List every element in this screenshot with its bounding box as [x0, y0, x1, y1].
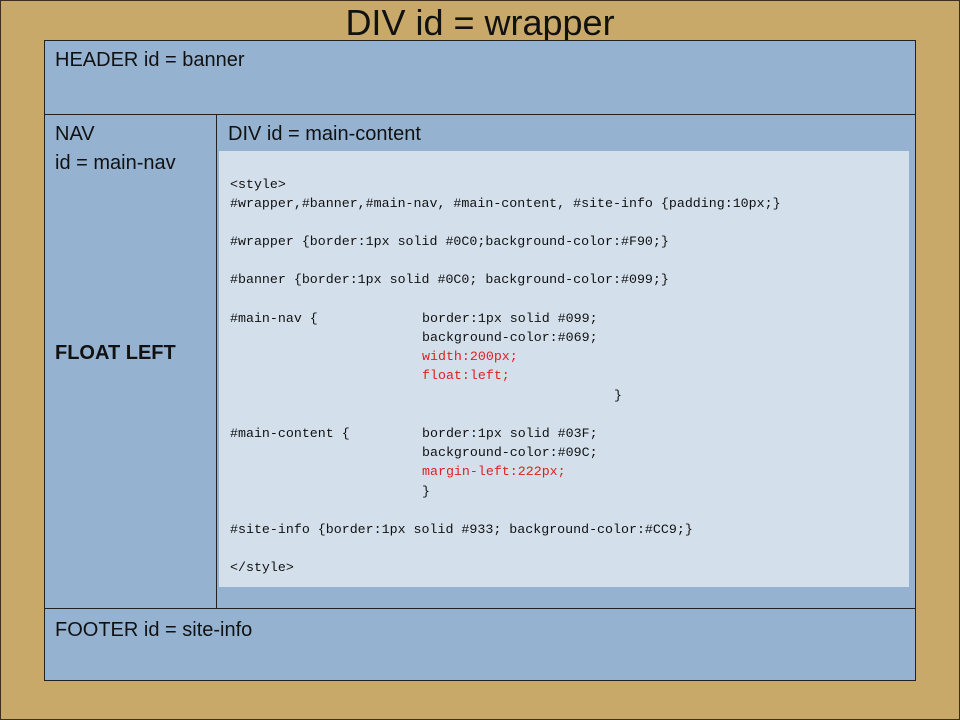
code-content-border: border:1px solid #03F; — [422, 426, 598, 441]
main-nav-box: NAV id = main-nav FLOAT LEFT — [44, 114, 217, 609]
footer-label: FOOTER id = site-info — [55, 619, 253, 641]
code-content-margin: margin-left:222px; — [422, 464, 566, 479]
code-style-open: <style> — [230, 177, 286, 192]
main-content-label: DIV id = main-content — [228, 123, 421, 145]
code-padding-rule: #wrapper,#banner,#main-nav, #main-conten… — [230, 196, 781, 211]
code-content-bg: background-color:#09C; — [422, 445, 598, 460]
code-content-close: } — [422, 484, 430, 499]
code-mainnav-float: float:left; — [422, 368, 510, 383]
code-mainnav-bg: background-color:#069; — [422, 330, 598, 345]
code-banner-rule: #banner {border:1px solid #0C0; backgrou… — [230, 272, 669, 287]
float-left-label: FLOAT LEFT — [55, 342, 176, 364]
css-code-block: <style> #wrapper,#banner,#main-nav, #mai… — [219, 151, 909, 587]
code-style-close: </style> — [230, 560, 294, 575]
code-mainnav-close: } — [614, 388, 622, 403]
code-mainnav-width: width:200px; — [422, 349, 518, 364]
wrapper-title: DIV id = wrapper — [345, 2, 615, 43]
code-wrapper-rule: #wrapper {border:1px solid #0C0;backgrou… — [230, 234, 669, 249]
site-info-box: FOOTER id = site-info — [44, 608, 916, 681]
banner-box: HEADER id = banner — [44, 40, 916, 115]
nav-id-label: id = main-nav — [55, 152, 176, 174]
code-content-selector: #main-content { — [230, 426, 350, 441]
code-mainnav-border: border:1px solid #099; — [422, 311, 598, 326]
nav-label: NAV — [55, 123, 95, 145]
banner-label: HEADER id = banner — [55, 49, 245, 71]
code-siteinfo-rule: #site-info {border:1px solid #933; backg… — [230, 522, 693, 537]
code-mainnav-selector: #main-nav { — [230, 311, 318, 326]
